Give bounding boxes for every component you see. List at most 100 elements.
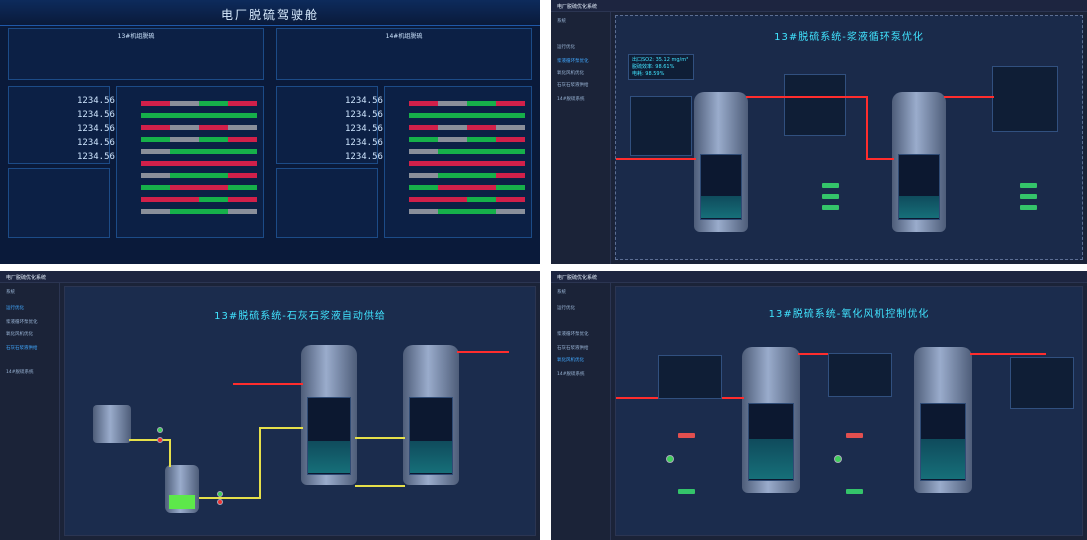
- status-bar-segment: [496, 209, 525, 214]
- status-bar: [409, 149, 525, 154]
- status-bar-segment: [438, 113, 467, 118]
- status-bar-segment: [496, 125, 525, 130]
- sidebar-item-active[interactable]: 氧化风机优化: [557, 358, 584, 363]
- status-bar: [409, 185, 525, 190]
- status-bar: [141, 173, 257, 178]
- status-bar-segment: [496, 173, 525, 178]
- dashboard-screen: 电厂脱硫驾驶舱 13#机组脱硫 14#机组脱硫 1234.56 1234.56 …: [0, 0, 540, 264]
- status-bar: [141, 137, 257, 142]
- status-bar-segment: [409, 185, 438, 190]
- sidebar-item[interactable]: 石灰石浆液供给: [557, 83, 589, 88]
- status-bar-segment: [438, 209, 467, 214]
- sidebar-item[interactable]: 氧化风机优化: [557, 71, 584, 76]
- sidebar-item[interactable]: 运行优化: [557, 306, 575, 311]
- status-bar-segment: [409, 149, 438, 154]
- sidebar-item[interactable]: 14#脱硫系统: [557, 372, 585, 377]
- param-box: [992, 66, 1058, 132]
- metric-value: 1234.56: [345, 138, 383, 148]
- status-bar-segment: [438, 185, 467, 190]
- sidebar-item[interactable]: 14#脱硫系统: [6, 370, 34, 375]
- sidebar-item[interactable]: 14#脱硫系统: [557, 97, 585, 102]
- metric-value: 1234.56: [77, 110, 115, 120]
- status-bar-segment: [496, 185, 525, 190]
- status-bar-segment: [409, 113, 438, 118]
- status-bars-right: [384, 86, 532, 238]
- status-bar-segment: [467, 101, 496, 106]
- status-bar-segment: [409, 101, 438, 106]
- dashboard-title: 电厂脱硫驾驶舱: [220, 8, 319, 22]
- sidebar-item[interactable]: 浆液循环泵优化: [557, 332, 589, 337]
- alarm-list-right: [276, 168, 378, 238]
- param-box: [784, 74, 846, 136]
- sidebar-item[interactable]: 浆液循环泵优化: [6, 320, 38, 325]
- status-bar-segment: [170, 173, 199, 178]
- app-header: 电厂脱硫优化系统: [551, 271, 1087, 283]
- status-bar-segment: [199, 197, 228, 202]
- unit14-summary-panel: 14#机组脱硫: [276, 28, 532, 80]
- page-title: 13#脱硫系统-石灰石浆液自动供给: [214, 311, 386, 322]
- sidebar-item[interactable]: 氧化风机优化: [6, 332, 33, 337]
- absorber-tower: [403, 345, 459, 485]
- unit13-summary-panel: 13#机组脱硫: [8, 28, 264, 80]
- unit13-panel-title: 13#机组脱硫: [117, 33, 155, 40]
- app-title: 电厂脱硫优化系统: [557, 4, 598, 10]
- sidebar-item[interactable]: 系统: [557, 290, 566, 295]
- sidebar-item-active[interactable]: 浆液循环泵优化: [557, 59, 589, 64]
- sidebar-item[interactable]: 运行优化: [557, 45, 575, 50]
- status-bar-segment: [170, 161, 199, 166]
- status-bar-segment: [228, 101, 257, 106]
- app-title: 电厂脱硫优化系统: [6, 275, 47, 281]
- app-title: 电厂脱硫优化系统: [557, 275, 598, 281]
- status-bar: [141, 197, 257, 202]
- sidebar: 系统 运行优化 浆液循环泵优化 氧化风机优化 石灰石浆液供给 14#脱硫系统: [551, 12, 611, 264]
- sidebar-item[interactable]: 系统: [557, 19, 566, 24]
- status-bar-segment: [141, 209, 170, 214]
- status-bar-segment: [409, 161, 438, 166]
- status-bar-segment: [409, 137, 438, 142]
- diagram-area: 13#脱硫系统-石灰石浆液自动供给: [64, 286, 536, 536]
- status-bar-segment: [467, 125, 496, 130]
- status-bar-segment: [438, 173, 467, 178]
- status-bar-segment: [438, 125, 467, 130]
- status-bar-segment: [467, 161, 496, 166]
- alarm-list-left: [8, 168, 110, 238]
- status-bar-segment: [409, 173, 438, 178]
- status-bar-segment: [199, 209, 228, 214]
- status-bar-segment: [228, 173, 257, 178]
- status-bar: [409, 101, 525, 106]
- status-bar-segment: [467, 113, 496, 118]
- status-bar-segment: [409, 125, 438, 130]
- sidebar-item-active[interactable]: 运行优化: [6, 306, 24, 311]
- status-bar-segment: [141, 113, 170, 118]
- app-header: 电厂脱硫优化系统: [551, 0, 1087, 12]
- status-bar: [409, 197, 525, 202]
- limestone-supply-screen: 电厂脱硫优化系统 系统 运行优化 浆液循环泵优化 氧化风机优化 石灰石浆液供给 …: [0, 271, 540, 540]
- status-bar-segment: [409, 209, 438, 214]
- status-bar-segment: [141, 125, 170, 130]
- status-bar-segment: [467, 149, 496, 154]
- diagram-area: 13#脱硫系统-氧化风机控制优化: [615, 286, 1083, 536]
- metrics-left: 1234.56 1234.56 1234.56 1234.56 1234.56: [8, 86, 115, 164]
- status-bar: [141, 113, 257, 118]
- sidebar-item[interactable]: 系统: [6, 290, 15, 295]
- status-bar-segment: [438, 197, 467, 202]
- page-title: 13#脱硫系统-氧化风机控制优化: [768, 309, 930, 320]
- status-bar-segment: [199, 149, 228, 154]
- dashboard-header: [0, 0, 540, 26]
- status-bar-segment: [228, 197, 257, 202]
- sidebar-item[interactable]: 石灰石浆液供给: [557, 346, 589, 351]
- status-bar-segment: [170, 197, 199, 202]
- status-bar-segment: [141, 137, 170, 142]
- status-bar-segment: [199, 137, 228, 142]
- metric-value: 1234.56: [345, 124, 383, 134]
- stats-box: 出口SO2: 35.12 mg/m³ 脱硫效率: 98.61% 电耗: 98.5…: [628, 54, 694, 80]
- status-bar: [141, 149, 257, 154]
- sidebar-item[interactable]: 石灰石浆液供给: [6, 346, 38, 351]
- status-bar-segment: [228, 113, 257, 118]
- storage-tank: [165, 465, 199, 513]
- status-bar-segment: [170, 137, 199, 142]
- status-bar-segment: [496, 149, 525, 154]
- status-bar-segment: [496, 137, 525, 142]
- status-bar-segment: [141, 197, 170, 202]
- status-bar-segment: [199, 185, 228, 190]
